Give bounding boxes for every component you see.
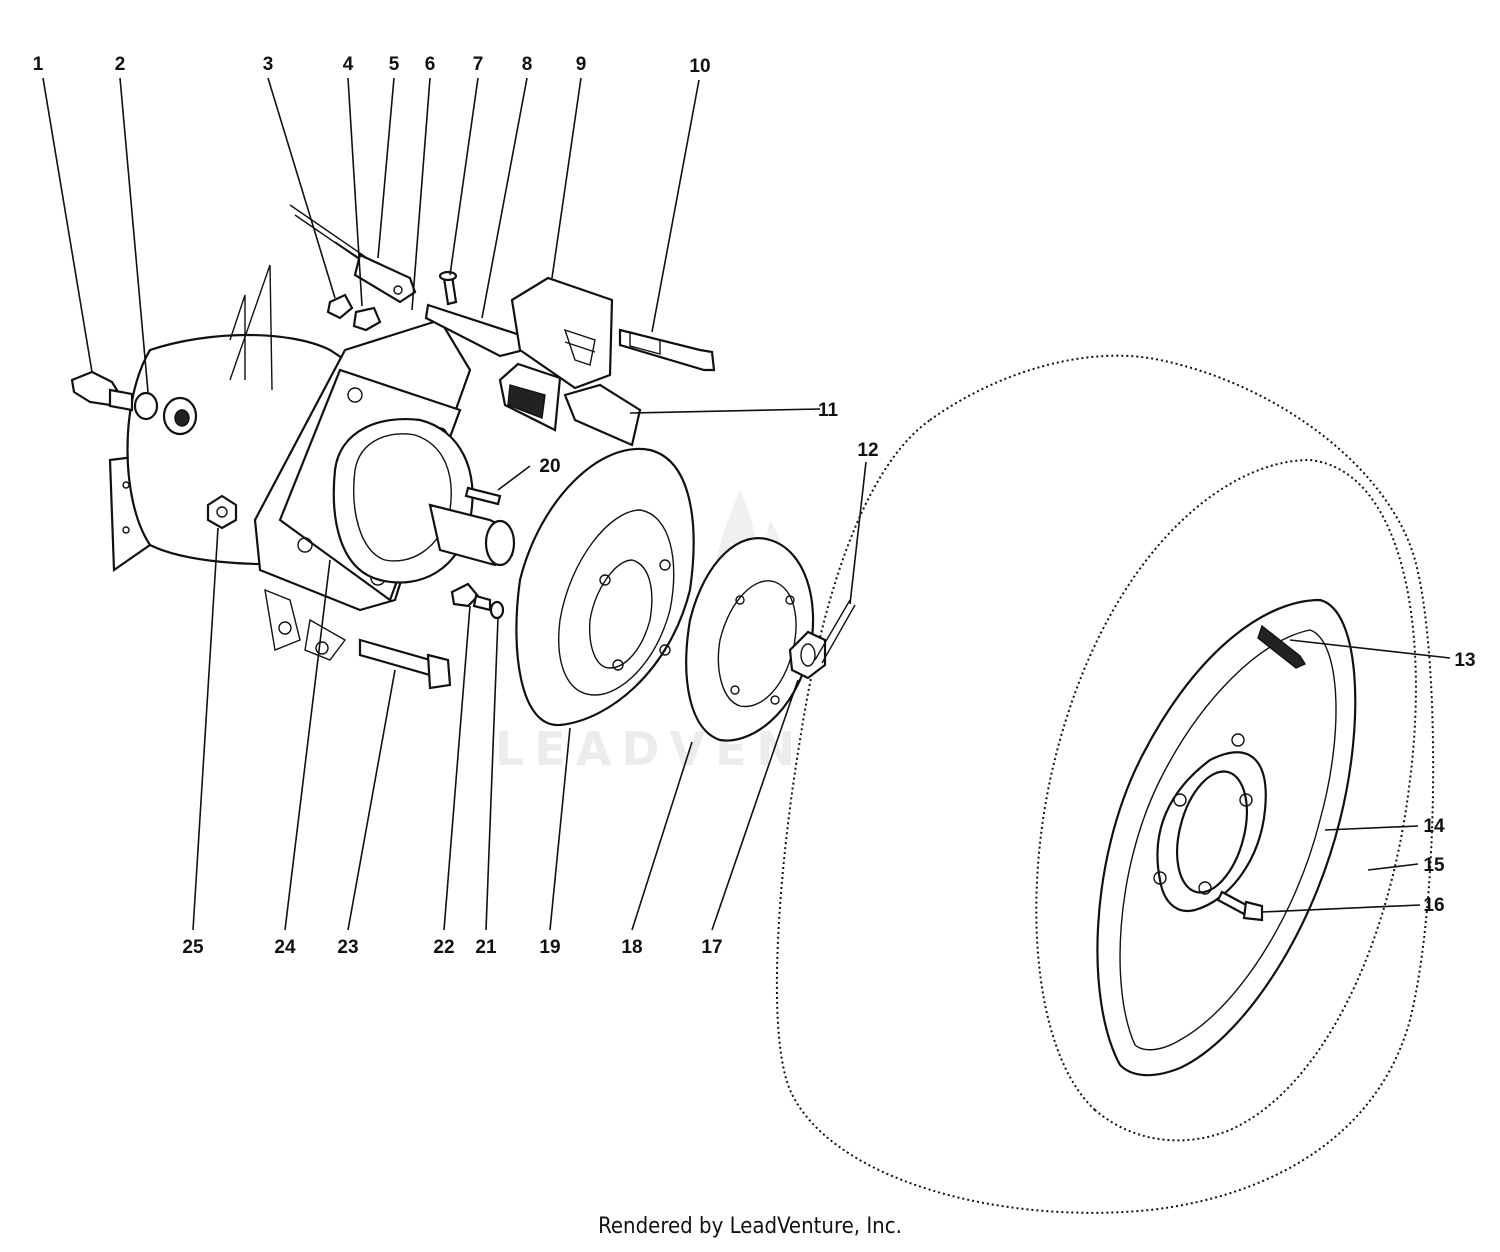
callout-19: 19 [539,937,560,958]
callout-15: 15 [1423,855,1445,876]
leader-lines [42,77,1451,931]
callout-18: 18 [621,937,642,958]
callout-25: 25 [182,937,204,958]
callout-2: 2 [115,54,126,75]
credit-text: Rendered by LeadVenture, Inc. [598,1214,902,1239]
callout-14: 14 [1423,816,1445,837]
callout-6: 6 [425,54,436,75]
backing-plate-and-spindle [253,318,516,661]
callout-20: 20 [539,456,560,477]
callouts: 1 2 3 4 5 6 7 8 9 10 11 12 13 14 15 16 1… [33,54,1476,958]
callout-5: 5 [389,54,400,75]
callout-10: 10 [689,56,710,77]
callout-17: 17 [701,937,722,958]
callout-1: 1 [33,54,44,75]
callout-22: 22 [433,937,454,958]
callout-24: 24 [274,937,296,958]
callout-3: 3 [263,54,274,75]
brake-linkage [289,204,716,447]
tire-and-wheel [775,354,1435,1214]
callout-11: 11 [818,400,839,421]
callout-12: 12 [857,440,878,461]
callout-23: 23 [337,937,358,958]
callout-9: 9 [576,54,587,75]
callout-16: 16 [1423,895,1444,916]
callout-7: 7 [473,54,484,75]
brake-disc [515,447,695,727]
callout-21: 21 [475,937,497,958]
callout-8: 8 [522,54,533,75]
wheel-hub [685,537,856,742]
hardware [206,486,505,690]
callout-4: 4 [343,54,354,75]
grease-fitting [70,370,198,436]
callout-13: 13 [1454,650,1475,671]
